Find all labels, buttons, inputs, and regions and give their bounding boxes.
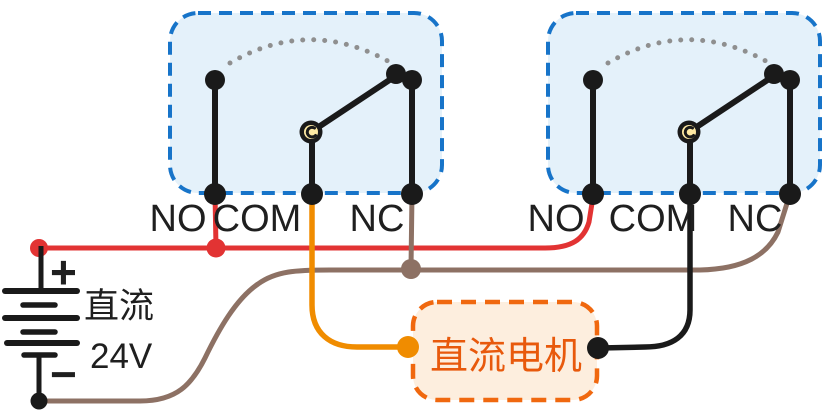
label-relay2-com: COM — [609, 198, 698, 240]
battery-symbol: + − 直流 24V — [2, 246, 154, 401]
relay-2-box — [546, 11, 822, 195]
battery-minus-sign: − — [50, 348, 77, 400]
red-junction-dot — [206, 238, 226, 258]
relay-1: NO COM NC — [150, 37, 423, 240]
label-relay1-no: NO — [150, 198, 207, 240]
terminal-dot-com — [679, 183, 701, 205]
relay-2: NO COM NC — [528, 37, 801, 240]
label-relay1-com: COM — [213, 198, 302, 240]
dotted-travel-arc — [605, 37, 774, 67]
no-contact-top-dot — [583, 70, 603, 90]
battery-plus-sign: + — [50, 246, 77, 298]
battery-voltage-label: 24V — [90, 337, 153, 376]
label-relay2-nc: NC — [728, 198, 783, 240]
label-relay2-no: NO — [528, 198, 585, 240]
relay-1-box — [168, 11, 444, 195]
dc-motor-label: 直流电机 — [430, 336, 582, 378]
brown-junction-dot — [401, 259, 421, 279]
terminal-dot-com — [301, 183, 323, 205]
wire-brown-relay1-nc-stub — [408, 191, 415, 271]
switch-arm — [686, 72, 778, 135]
pivot-mark — [305, 125, 317, 139]
wire-negative-brown — [36, 194, 792, 404]
switch-arm-tip-dot — [764, 64, 784, 84]
wire-com2-black — [597, 191, 693, 351]
nc-contact-top-dot — [780, 70, 800, 90]
pivot-mark — [683, 125, 695, 139]
nc-contact-top-dot — [402, 70, 422, 90]
motor-right-terminal — [587, 337, 609, 359]
terminal-dot-nc — [779, 183, 801, 205]
terminal-dot-no — [204, 183, 226, 205]
no-contact-top-dot — [205, 70, 225, 90]
wire-positive-red — [36, 194, 596, 251]
terminal-dot-no — [582, 183, 604, 205]
switch-arm-tip-dot — [386, 64, 406, 84]
wire-com1-orange — [309, 191, 408, 350]
label-relay1-nc: NC — [350, 198, 405, 240]
dc-motor: 直流电机 — [397, 299, 609, 403]
switch-arm — [308, 72, 400, 135]
battery-type-label: 直流 — [84, 287, 154, 326]
terminal-dot-nc — [401, 183, 423, 205]
dotted-travel-arc — [227, 37, 396, 67]
motor-left-terminal — [397, 336, 419, 358]
